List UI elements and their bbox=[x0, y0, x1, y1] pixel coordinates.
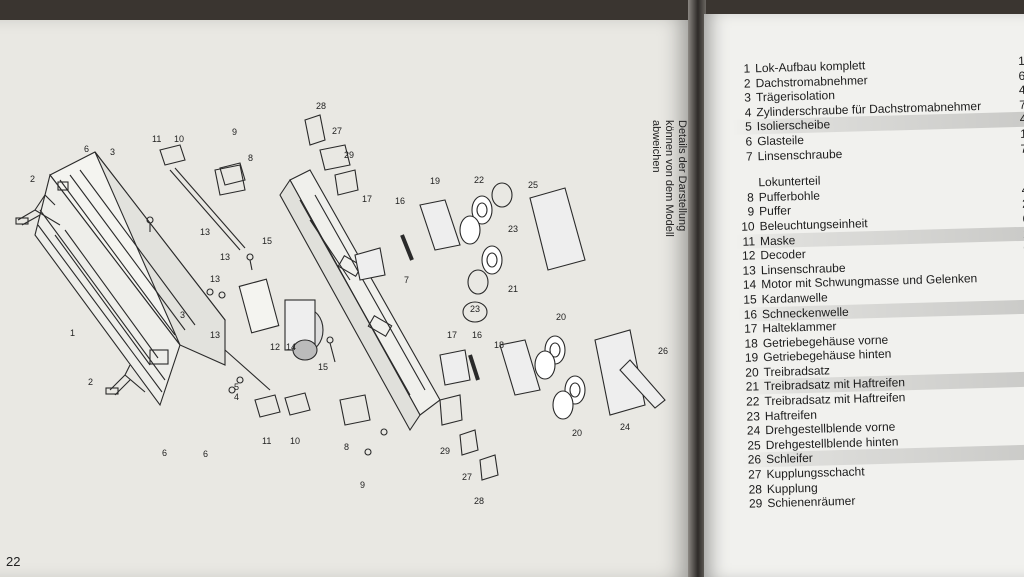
light-unit-top bbox=[159, 144, 246, 251]
svg-text:21: 21 bbox=[508, 284, 518, 294]
svg-text:15: 15 bbox=[318, 362, 328, 372]
right-page bbox=[704, 14, 1024, 577]
svg-text:6: 6 bbox=[162, 448, 167, 458]
svg-text:4: 4 bbox=[234, 392, 239, 402]
svg-text:3: 3 bbox=[180, 310, 185, 320]
svg-text:13: 13 bbox=[210, 330, 220, 340]
coupler-parts bbox=[214, 114, 499, 481]
svg-text:27: 27 bbox=[462, 472, 472, 482]
motor bbox=[284, 299, 324, 361]
svg-text:13: 13 bbox=[220, 252, 230, 262]
svg-text:23: 23 bbox=[508, 224, 518, 234]
svg-text:19: 19 bbox=[430, 176, 440, 186]
svg-text:22: 22 bbox=[474, 175, 484, 185]
note-line-1: Details der Darstellung bbox=[676, 120, 688, 232]
pantograph-top bbox=[15, 194, 61, 226]
svg-text:14: 14 bbox=[286, 342, 296, 352]
note-line-2: können von dem Modell bbox=[663, 120, 675, 237]
svg-text:28: 28 bbox=[316, 101, 326, 111]
svg-text:17: 17 bbox=[362, 194, 372, 204]
svg-text:3: 3 bbox=[110, 147, 115, 157]
svg-text:20: 20 bbox=[572, 428, 582, 438]
decoder-board bbox=[238, 278, 280, 334]
pickup-shoe bbox=[619, 359, 666, 409]
svg-text:2: 2 bbox=[88, 377, 93, 387]
light-unit-bottom bbox=[224, 349, 311, 418]
wheelsets bbox=[459, 182, 586, 420]
svg-text:17: 17 bbox=[447, 330, 457, 340]
svg-text:10: 10 bbox=[290, 436, 300, 446]
pantograph-bottom bbox=[105, 364, 146, 396]
bracket-upper bbox=[354, 247, 386, 281]
svg-text:2: 2 bbox=[30, 174, 35, 184]
svg-text:11: 11 bbox=[152, 134, 161, 144]
page-number: 22 bbox=[6, 554, 21, 569]
svg-text:9: 9 bbox=[360, 480, 365, 490]
svg-text:8: 8 bbox=[248, 153, 253, 163]
svg-text:27: 27 bbox=[332, 126, 342, 136]
svg-text:13: 13 bbox=[200, 227, 210, 237]
svg-text:11: 11 bbox=[262, 436, 271, 446]
svg-text:15: 15 bbox=[262, 236, 272, 246]
bracket-lower bbox=[439, 349, 471, 386]
svg-text:28: 28 bbox=[474, 496, 484, 506]
gearbox-front bbox=[499, 339, 541, 396]
svg-text:7: 7 bbox=[404, 275, 409, 285]
gearbox-rear bbox=[419, 199, 461, 251]
svg-text:16: 16 bbox=[472, 330, 482, 340]
svg-text:5: 5 bbox=[234, 382, 239, 392]
svg-text:23: 23 bbox=[470, 304, 480, 314]
svg-text:10: 10 bbox=[174, 134, 184, 144]
book-gutter bbox=[688, 0, 706, 577]
svg-text:29: 29 bbox=[440, 446, 450, 456]
svg-text:20: 20 bbox=[556, 312, 566, 322]
svg-text:29: 29 bbox=[344, 150, 354, 160]
bogie-frame-rear bbox=[529, 187, 586, 271]
svg-text:16: 16 bbox=[395, 196, 405, 206]
svg-text:6: 6 bbox=[84, 144, 89, 154]
svg-text:13: 13 bbox=[210, 274, 220, 284]
small-parts bbox=[146, 216, 388, 456]
worm-shaft-lower bbox=[468, 354, 480, 381]
svg-text:25: 25 bbox=[528, 180, 538, 190]
svg-text:8: 8 bbox=[344, 442, 349, 452]
loco-body bbox=[34, 151, 226, 407]
note-line-3: abweichen bbox=[650, 120, 662, 173]
worm-shaft-upper bbox=[400, 234, 414, 261]
svg-text:12: 12 bbox=[270, 342, 280, 352]
svg-text:6: 6 bbox=[203, 449, 208, 459]
svg-text:9: 9 bbox=[232, 127, 237, 137]
svg-text:26: 26 bbox=[658, 346, 668, 356]
bogie-frame-front bbox=[594, 329, 646, 416]
svg-text:24: 24 bbox=[620, 422, 630, 432]
svg-text:18: 18 bbox=[494, 340, 504, 350]
svg-text:1: 1 bbox=[70, 328, 75, 338]
